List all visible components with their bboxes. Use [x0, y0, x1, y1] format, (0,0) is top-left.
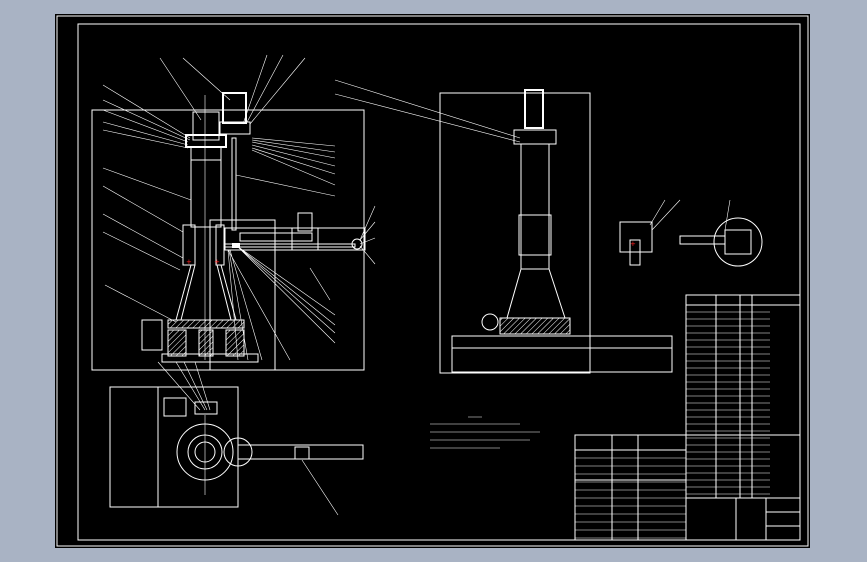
- detail-views: +: [619, 199, 763, 267]
- inner-frame: [77, 23, 801, 541]
- front-view: + +: [91, 92, 366, 371]
- marker-red: +: [186, 258, 192, 266]
- cad-drawing-viewport[interactable]: + +: [55, 14, 810, 548]
- marker-red: +: [214, 258, 220, 266]
- plan-view: [109, 386, 364, 516]
- parts-list: [574, 294, 801, 541]
- svg-text:+: +: [630, 240, 636, 248]
- side-view: [439, 89, 673, 374]
- technical-notes: [430, 416, 540, 449]
- outer-border: [56, 15, 809, 547]
- cad-drawing: + +: [56, 15, 809, 547]
- balloon-leaders: [102, 54, 521, 411]
